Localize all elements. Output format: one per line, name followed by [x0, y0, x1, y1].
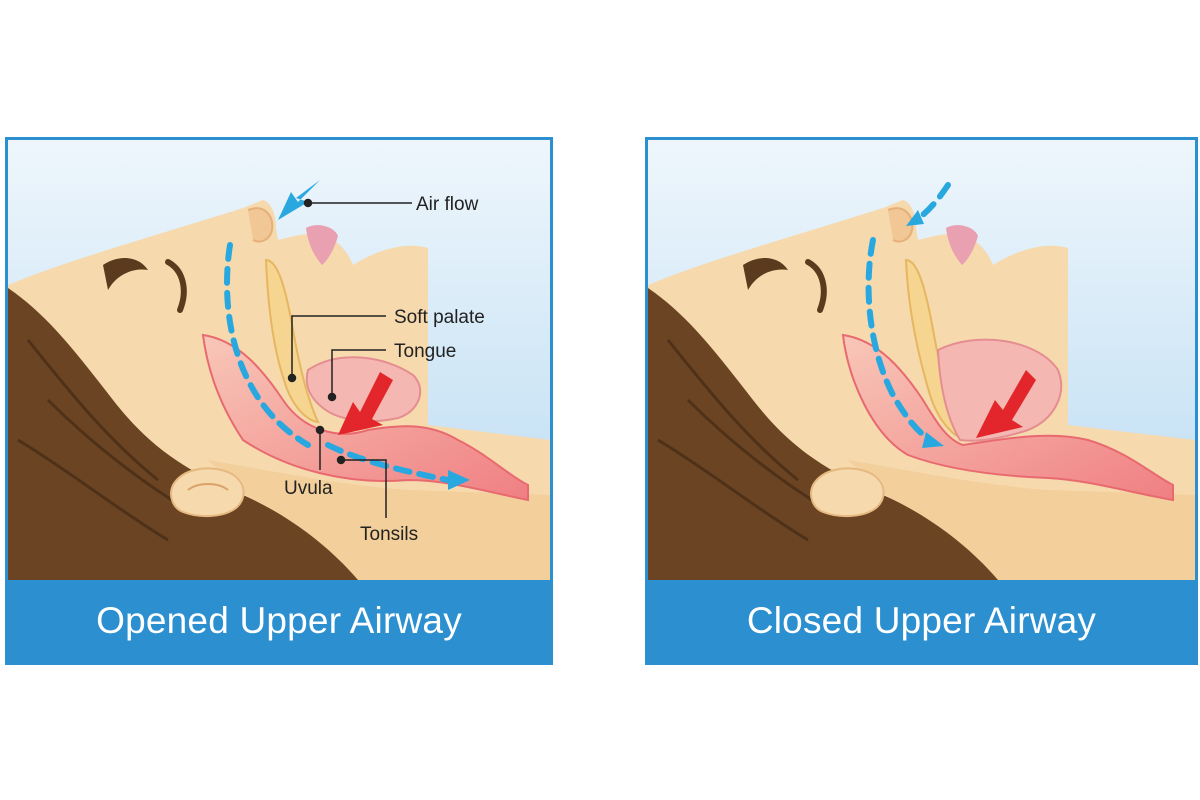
eyebrow	[103, 258, 148, 290]
hair-strands	[17, 339, 189, 542]
lips	[306, 225, 338, 265]
label-soft-palate: Soft palate	[394, 307, 485, 328]
tongue-shape	[936, 338, 1063, 442]
ear	[170, 467, 245, 518]
closed-airway-panel: Closed Upper Airway	[645, 137, 1198, 665]
panel-caption-closed: Closed Upper Airway	[746, 600, 1097, 641]
hair	[8, 288, 358, 580]
label-uvula: Uvula	[284, 478, 333, 499]
air-flow-arrowhead-stop	[922, 432, 944, 448]
tongue-shape	[305, 356, 422, 423]
air-flow-arrowhead-out	[448, 470, 470, 490]
pressure-arrow	[976, 370, 1036, 438]
eyebrow	[743, 258, 788, 290]
label-tonsils: Tonsils	[360, 524, 418, 545]
label-tongue: Tongue	[394, 341, 456, 362]
neck-skin	[208, 460, 550, 580]
closed-airway-illustration	[648, 140, 1195, 580]
opened-airway-panel: Air flow Soft palate Tongue Uvula Tonsil…	[5, 137, 553, 665]
airway-outer	[201, 333, 529, 502]
ear-inner	[187, 483, 229, 491]
label-air-flow: Air flow	[416, 194, 479, 215]
neck-skin	[848, 460, 1195, 580]
ear	[810, 467, 885, 518]
panel-caption-opened: Opened Upper Airway	[96, 600, 462, 641]
nose	[247, 207, 274, 243]
air-flow-arrows	[224, 242, 451, 483]
air-flow-arrows	[865, 182, 951, 443]
airway-outer	[841, 333, 1174, 502]
air-flow-arrowhead-in	[906, 210, 924, 226]
hair	[648, 288, 998, 580]
closed-eye	[805, 259, 827, 313]
lips	[946, 225, 978, 265]
air-flow-arrowhead-in	[278, 180, 320, 220]
pressure-arrow	[338, 372, 393, 435]
hair-strands	[657, 339, 829, 542]
opened-airway-illustration: Air flow Soft palate Tongue Uvula Tonsil…	[8, 140, 550, 580]
nose	[887, 207, 914, 243]
closed-eye	[165, 259, 187, 313]
callouts	[287, 198, 412, 518]
